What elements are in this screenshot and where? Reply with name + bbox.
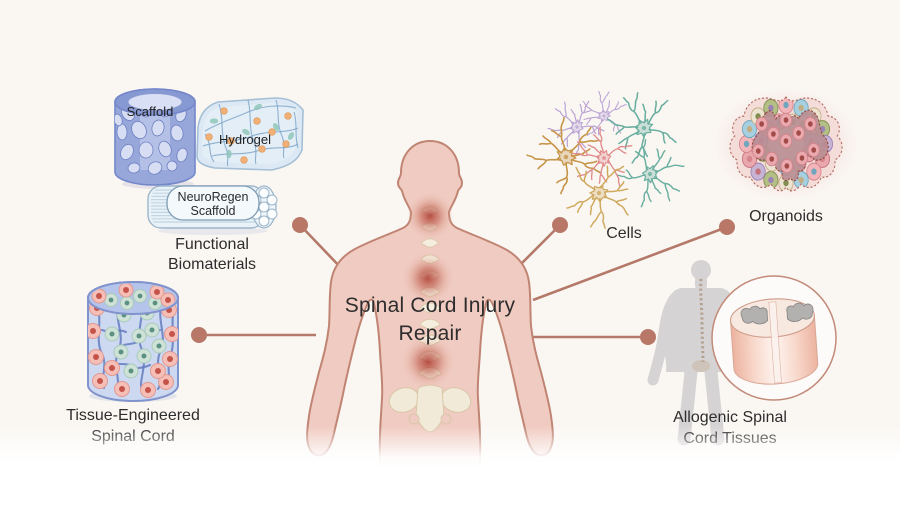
injury-spot-cervical bbox=[406, 192, 454, 240]
connector-organoids bbox=[532, 219, 735, 302]
cells-label: Cells bbox=[606, 225, 642, 242]
injury-spot-thoracic bbox=[402, 252, 454, 304]
hydrogel-network bbox=[202, 99, 299, 167]
organoids-label: Organoids bbox=[749, 208, 823, 225]
connector-dot bbox=[191, 327, 207, 343]
neuroregen-label-line1: NeuroRegen bbox=[178, 190, 249, 204]
connector-cells bbox=[516, 217, 568, 269]
connector-tissue-engineered bbox=[191, 327, 316, 343]
organoid-core-cells bbox=[752, 112, 820, 174]
connector-functional-biomaterials bbox=[292, 217, 345, 272]
figure-spine bbox=[699, 278, 705, 363]
gray-matter-butterfly bbox=[740, 302, 814, 325]
functional-biomaterials-label-line2: Biomaterials bbox=[168, 256, 256, 273]
connector-dot bbox=[552, 217, 568, 233]
organoids-group: Organoids bbox=[712, 86, 860, 225]
title-line-2: Repair bbox=[398, 322, 461, 345]
title-line-1: Spinal Cord Injury bbox=[345, 294, 516, 317]
functional-biomaterials-group: Scaffold Hydrogel NeuroRegen Scaffold Fu… bbox=[114, 88, 304, 273]
connector-dot bbox=[640, 329, 656, 345]
connector-allogenic bbox=[531, 329, 656, 345]
neuroregen-label-line2: Scaffold bbox=[191, 204, 236, 218]
organoid-outline bbox=[729, 96, 843, 192]
pelvis-illustration bbox=[388, 384, 472, 433]
connector-line bbox=[516, 224, 561, 269]
allogenic-group: Allogenic Spinal Cord Tissues bbox=[647, 260, 837, 447]
tissue-engineered-label-line1: Tissue-Engineered bbox=[66, 407, 200, 424]
neuroregen-label-box bbox=[166, 185, 260, 221]
bottom-fade bbox=[0, 426, 900, 506]
scaffold-label: Scaffold bbox=[127, 104, 174, 119]
human-figure-illustration bbox=[306, 140, 554, 479]
tissue-engineered-group: Tissue-Engineered Spinal Cord bbox=[66, 281, 200, 445]
allogenic-label-line1: Allogenic Spinal bbox=[673, 409, 787, 426]
injury-spot-lumbar bbox=[401, 335, 455, 389]
connector-dot bbox=[719, 219, 735, 235]
tissue-top-cells bbox=[91, 283, 176, 310]
functional-biomaterials-label-line1: Functional bbox=[175, 236, 249, 253]
connector-line bbox=[299, 224, 345, 272]
scaffold-illustration: Scaffold bbox=[114, 88, 196, 186]
page-title: Spinal Cord Injury Repair bbox=[345, 294, 516, 345]
hydrogel-illustration: Hydrogel bbox=[196, 97, 304, 171]
neuroregen-shadow bbox=[158, 227, 268, 235]
neuroregen-scaffold-illustration: NeuroRegen Scaffold bbox=[147, 185, 278, 229]
connector-dot bbox=[292, 217, 308, 233]
connector-line bbox=[532, 225, 728, 302]
organoid-illustration bbox=[729, 96, 843, 192]
cells-group: Cells bbox=[521, 82, 694, 242]
tissue-engineered-cylinder-illustration bbox=[87, 281, 179, 402]
figure-pelvis bbox=[692, 360, 710, 372]
spinal-cord-cross-section-illustration bbox=[729, 298, 819, 385]
connector-lines bbox=[191, 217, 735, 345]
hydrogel-label: Hydrogel bbox=[219, 132, 271, 147]
